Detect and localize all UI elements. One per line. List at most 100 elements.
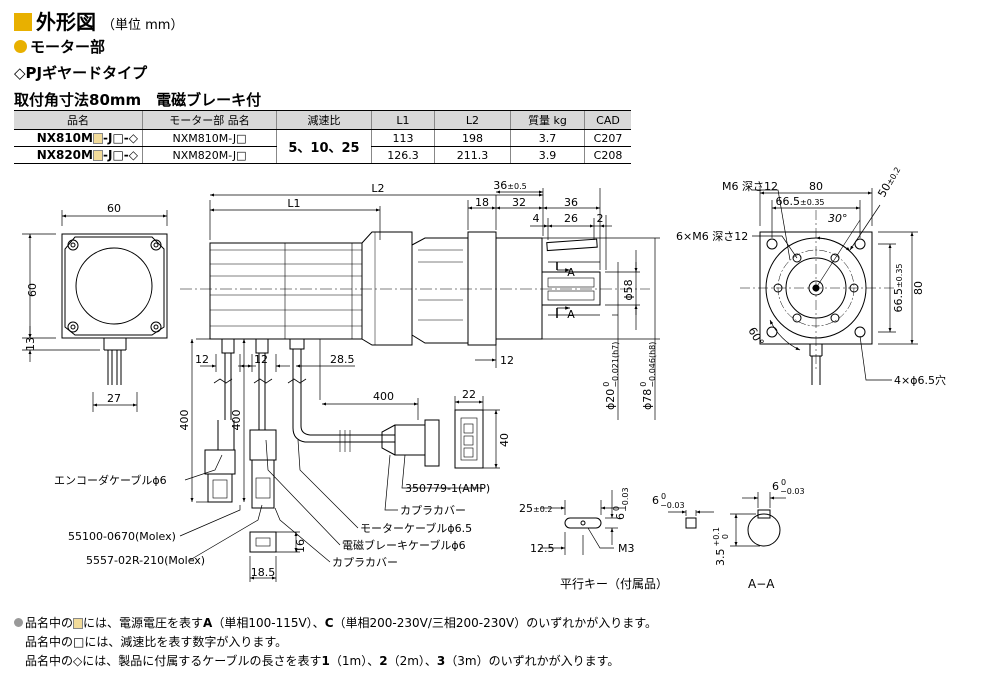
dim-phi20: ϕ200−0.021(h7) <box>602 342 620 410</box>
dim-60-side: 60 <box>26 283 39 297</box>
col-header: モーター部 品名 <box>142 110 277 130</box>
dim-36: 36 <box>564 196 578 209</box>
title-marker-icon <box>14 13 32 31</box>
dim-phi78: ϕ780−0.046(h8) <box>639 342 657 410</box>
notes: 品名中のには、電源電圧を表すA（単相100-115V）、C（単相200-230V… <box>14 614 657 671</box>
dim-4: 4 <box>533 212 540 225</box>
dim-60-deg: 60° <box>745 325 766 348</box>
bullet-icon <box>14 618 23 627</box>
table-row: NX810M-J□-◇ NXM810M-J□ 5、10、25 113 198 3… <box>14 129 631 164</box>
dim-27: 27 <box>107 392 121 405</box>
spec-table: 品名 モーター部 品名 減速比 L1 L2 質量 kg CAD NX810M-J… <box>14 110 631 164</box>
voltage-placeholder <box>92 150 103 161</box>
label-6xm6-depth: 6×M6 深さ12 <box>676 230 748 243</box>
dim-26: 26 <box>564 212 578 225</box>
section-heading: モーター部 <box>14 36 105 57</box>
dim-L1: L1 <box>287 197 300 210</box>
l1-value: 113 <box>371 129 435 147</box>
note-ratio: 品名中の□には、減速比を表す数字が入ります。 <box>25 635 288 649</box>
dim-13: 13 <box>24 337 37 351</box>
table-header-row: 品名 モーター部 品名 減速比 L1 L2 質量 kg CAD <box>14 110 631 130</box>
dim-key-12-5: 12.5 <box>530 542 555 555</box>
col-header: 質量 kg <box>510 110 585 130</box>
label-molex1: 55100-0670(Molex) <box>68 530 176 543</box>
dim-36-tol: 36±0.5 <box>493 179 526 192</box>
dim-28-5: 28.5 <box>330 353 355 366</box>
dim-22: 22 <box>462 388 476 401</box>
dim-phi58: ϕ58 <box>622 279 635 300</box>
parallel-key-view <box>540 490 786 555</box>
col-header: 品名 <box>14 110 143 130</box>
dim-key-6: 60−0.03 <box>612 487 630 520</box>
motor-side-view <box>179 188 660 582</box>
dim-18: 18 <box>475 196 489 209</box>
label-molex2: 5557-02R-210(Molex) <box>86 554 205 567</box>
table-row: NX820M-J□-◇ NXM820M-J□ 126.3 211.3 3.9 C… <box>14 146 631 164</box>
col-header: L1 <box>371 110 435 130</box>
dim-L2: L2 <box>371 182 384 195</box>
l2-value: 211.3 <box>434 146 511 164</box>
motor-name: NXM810M-J□ <box>142 129 277 147</box>
dim-400-left: 400 <box>178 410 191 431</box>
col-header: 減速比 <box>276 110 372 130</box>
note-voltage: 品名中のには、電源電圧を表すA（単相100-115V）、C（単相200-230V… <box>14 614 657 633</box>
voltage-placeholder <box>73 618 84 629</box>
section-a-bottom: A <box>567 308 575 321</box>
subtitle: 取付角寸法80mm 電磁ブレーキ付 <box>14 91 262 109</box>
motor-front-view <box>22 210 168 412</box>
cad-value: C207 <box>584 129 631 147</box>
col-header: CAD <box>584 110 631 130</box>
label-brake-cable: 電磁ブレーキケーブルϕ6 <box>342 538 466 552</box>
label-coupler-cover-1: カプラカバー <box>400 504 466 517</box>
col-header: L2 <box>434 110 511 130</box>
label-holes: 4×ϕ6.5穴 <box>894 373 946 387</box>
dim-key-m3: M3 <box>618 542 635 555</box>
dim-18-5: 18.5 <box>251 566 276 579</box>
dim-66-5-top: 66.5±0.35 <box>775 195 824 208</box>
product-name: NX810M-J□-◇ <box>14 129 143 147</box>
gear-front-view <box>740 188 918 385</box>
dim-16: 16 <box>294 539 307 553</box>
dim-400-right: 400 <box>373 390 394 403</box>
voltage-placeholder <box>92 133 103 144</box>
bullet-icon <box>14 40 27 53</box>
motor-name: NXM820M-J□ <box>142 146 277 164</box>
l1-value: 126.3 <box>371 146 435 164</box>
dim-66-5-side: 66.5±0.35 <box>892 263 905 312</box>
mass-value: 3.7 <box>510 129 585 147</box>
dim-12-flange: 12 <box>500 354 514 367</box>
cad-value: C208 <box>584 146 631 164</box>
label-m6-depth: M6 深さ12 <box>722 180 778 193</box>
dim-32: 32 <box>512 196 526 209</box>
product-name: NX820M-J□-◇ <box>14 146 143 164</box>
page-title: 外形図 （単位 mm） <box>14 6 183 35</box>
label-encoder-cable: エンコーダケーブルϕ6 <box>54 473 167 487</box>
dim-2: 2 <box>597 212 604 225</box>
dim-60-top: 60 <box>107 202 121 215</box>
dim-80-side: 80 <box>912 281 925 295</box>
l2-value: 198 <box>434 129 511 147</box>
gear-ratio: 5、10、25 <box>276 129 372 164</box>
mass-value: 3.9 <box>510 146 585 164</box>
dim-30-deg: 30° <box>828 212 848 225</box>
unit-label: （単位 mm） <box>102 18 184 33</box>
dim-12-cable-a: 12 <box>195 353 209 366</box>
dim-80-top: 80 <box>809 180 823 193</box>
dim-key-25: 25±0.2 <box>519 502 552 515</box>
label-coupler-cover-2: カプラカバー <box>332 556 398 569</box>
label-amp: 350779-1(AMP) <box>405 482 490 495</box>
dim-50: 50±0.2 <box>875 164 903 199</box>
dim-40: 40 <box>498 433 511 447</box>
label-motor-cable: モーターケーブルϕ6.5 <box>360 521 472 535</box>
section-a-top: A <box>567 266 575 279</box>
note-cable: 品名中の◇には、製品に付属するケーブルの長さを表す1（1m）、2（2m）、3（3… <box>25 654 620 668</box>
type-heading: ◇PJギヤードタイプ <box>14 64 148 82</box>
label-parallel-key: 平行キー（付属品） <box>560 577 668 591</box>
label-section-aa: A−A <box>748 577 775 591</box>
dim-12-cable-b: 12 <box>254 353 268 366</box>
dim-sec-3-5: 3.5+0.10 <box>712 527 730 566</box>
